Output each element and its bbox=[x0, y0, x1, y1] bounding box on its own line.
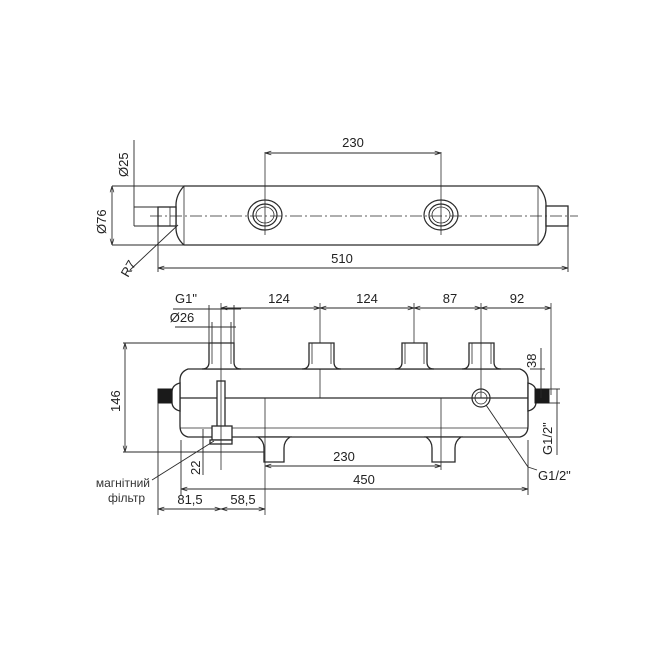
top-view: 230 Ø25 Ø76 R7 510 bbox=[94, 135, 578, 280]
dim-body-length: 450 bbox=[353, 472, 375, 487]
top-view-body bbox=[175, 185, 547, 246]
top-view-left-nipple bbox=[157, 206, 177, 227]
dim-height: 146 bbox=[108, 390, 123, 412]
dim-total-length: 510 bbox=[331, 251, 353, 266]
dim-front-thread: G1/2" bbox=[538, 468, 571, 483]
top-pipe-2 bbox=[301, 342, 342, 370]
dim-pipe-diameter: Ø26 bbox=[170, 310, 195, 325]
top-pipe-3 bbox=[394, 342, 435, 370]
left-threaded-end bbox=[157, 382, 181, 412]
front-port bbox=[471, 303, 491, 408]
top-pipe-4 bbox=[461, 342, 502, 370]
right-threaded-end bbox=[527, 382, 550, 412]
dim-body-diameter: Ø76 bbox=[94, 209, 109, 234]
magnetic-filter bbox=[209, 303, 233, 470]
dim-side-offset: 38 bbox=[524, 354, 539, 368]
bottom-pipe-1 bbox=[255, 436, 293, 463]
bottom-pipe-2 bbox=[423, 436, 464, 463]
filter-label-line1: магнітний bbox=[96, 476, 150, 490]
dim-outlet-diameter: Ø25 bbox=[116, 152, 131, 177]
dim-left-offset: 81,5 bbox=[177, 492, 202, 507]
top-view-port-right bbox=[423, 152, 459, 235]
dim-filter-depth: 22 bbox=[188, 461, 203, 475]
dim-spacing-3: 87 bbox=[443, 291, 457, 306]
front-view: G1" Ø26 124 124 87 92 146 38 G1/2" G1/2" bbox=[96, 291, 571, 515]
top-view-port-left bbox=[247, 152, 283, 235]
dim-radius: R7 bbox=[118, 258, 139, 280]
dim-inlet-spacing: 230 bbox=[342, 135, 364, 150]
dim-filter-offset: 58,5 bbox=[230, 492, 255, 507]
filter-label-line2: фільтр bbox=[108, 491, 145, 505]
dim-spacing-2: 124 bbox=[356, 291, 378, 306]
dim-side-thread: G1/2" bbox=[540, 422, 555, 455]
dim-spacing-4: 92 bbox=[510, 291, 524, 306]
top-pipe-1 bbox=[201, 342, 242, 370]
dim-spacing-1: 124 bbox=[268, 291, 290, 306]
dim-bottom-spacing: 230 bbox=[333, 449, 355, 464]
dim-thread-top: G1" bbox=[175, 291, 197, 306]
